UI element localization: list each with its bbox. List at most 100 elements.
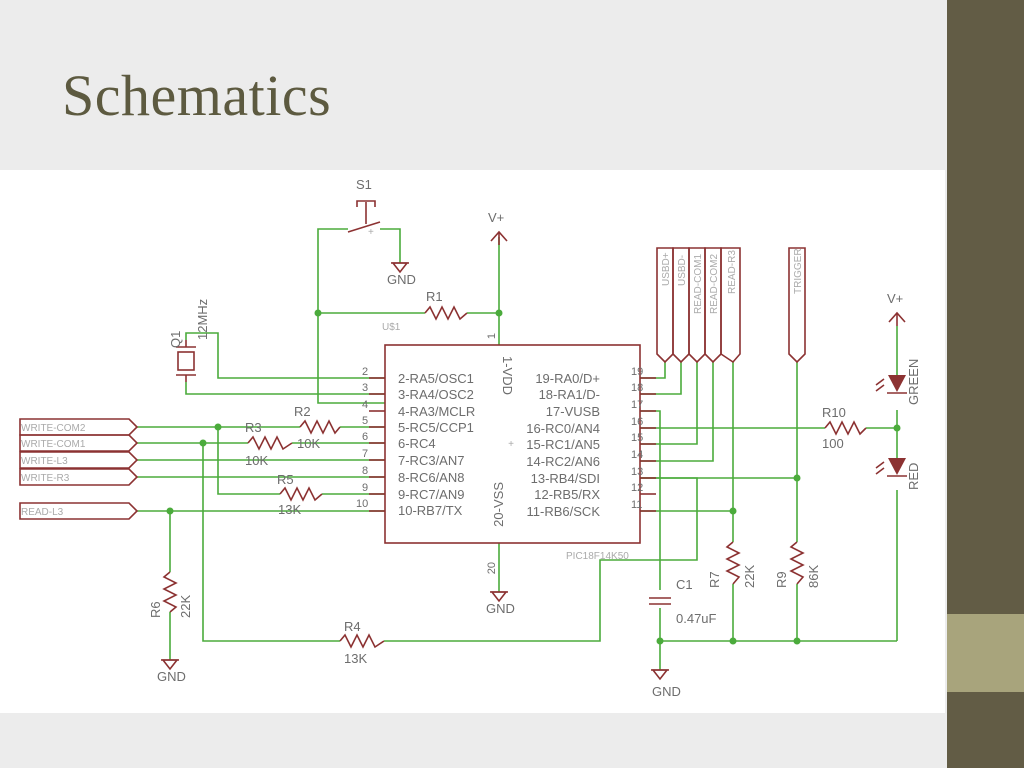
gnd-label: GND [387,272,416,287]
chip-right-pins: 19 19-RA0/D+ 18 18-RA1/D- 17 17-VUSB 16 … [526,366,643,519]
connector-label: WRITE-L3 [21,456,68,467]
svg-text:+: + [508,439,514,450]
gnd-label: GND [486,601,515,616]
sidebar-accent-block [947,614,1024,692]
pin-label: 6-RC4 [398,436,436,451]
resistor-r9: R9 86K [774,541,821,588]
r2-label: R2 [294,404,311,419]
connector-label: WRITE-COM2 [21,423,86,434]
r6-label: R6 [148,601,163,618]
schematic-svg: + U$1 PIC18F14K50 1-VDD 20-VSS 1 20 2 2-… [19,177,921,699]
led-red: RED [875,458,921,490]
connector-label: WRITE-R3 [21,473,70,484]
r7-value: 22K [742,565,757,588]
r9-value: 86K [806,565,821,588]
pin-label: 3-RA4/OSC2 [398,387,474,402]
pin-number: 13 [631,466,643,478]
gnd-label: GND [157,669,186,684]
connector-label: USBD- [677,255,688,286]
pin-label: 10-RB7/TX [398,503,463,518]
pin-label: 12-RB5/RX [534,487,600,502]
pin-number: 11 [631,499,642,511]
resistor-r1: R1 [424,289,468,321]
connector-label: WRITE-COM1 [21,439,86,450]
r9-label: R9 [774,571,789,588]
ground-symbols: GND GND GND GND [157,262,681,699]
pin-label: 16-RC0/AN4 [526,421,600,436]
pin-label: 8-RC6/AN8 [398,470,464,485]
pin-label: 19-RA0/D+ [535,371,600,386]
microcontroller-chip: + U$1 PIC18F14K50 1-VDD 20-VSS 1 20 [369,322,656,574]
s1-label: S1 [356,177,372,192]
connector-label: READ-L3 [21,507,64,518]
chip-vdd-pin: 1 [486,333,498,339]
r2-value: 10K [297,436,320,451]
svg-text:+: + [368,227,374,238]
pin-label: 17-VUSB [546,404,600,419]
resistor-r10: R10 100 [822,405,867,451]
c1-label: C1 [676,577,693,592]
vplus-symbols: V+ V+ [488,210,906,326]
pin-number: 10 [356,498,368,510]
pin-number: 4 [362,399,368,411]
r10-value: 100 [822,436,844,451]
capacitor-c1: C1 0.47uF [649,577,717,626]
chip-name: U$1 [382,322,401,333]
resistor-r6: R6 22K [148,571,193,618]
pin-label: 15-RC1/AN5 [526,437,600,452]
resistor-r7: R7 22K [707,541,757,588]
resistor-r2: R2 10K [294,404,341,451]
pin-label: 18-RA1/D- [539,387,600,402]
connector-label: READ-COM1 [693,254,704,314]
connector-label: TRIGGER [793,248,804,294]
r7-label: R7 [707,571,722,588]
schematic-diagram: + U$1 PIC18F14K50 1-VDD 20-VSS 1 20 2 2-… [0,170,945,713]
pin-number: 16 [631,416,643,428]
pin-label: 13-RB4/SDI [531,471,600,486]
pin-number: 8 [362,465,368,477]
pin-number: 18 [631,382,643,394]
r6-value: 22K [178,595,193,618]
gnd-label: GND [652,684,681,699]
led-green-label: GREEN [906,359,921,405]
connector-label: READ-R3 [727,250,738,294]
junction-dots [166,309,901,645]
crystal-q1: Q1 12MHz [168,299,210,382]
connector-label: USBD+ [661,252,672,286]
pin-label: 7-RC3/AN7 [398,453,464,468]
connector-label: READ-COM2 [709,254,720,314]
top-connectors: USBD+ USBD- READ-COM1 READ-COM2 READ-R3 … [656,247,806,364]
led-red-label: RED [906,463,921,490]
chip-vdd-label: 1-VDD [500,356,515,395]
q1-value: 12MHz [195,299,210,340]
chip-left-pins: 2 2-RA5/OSC1 3 3-RA4/OSC2 4 4-RA3/MCLR 5… [356,366,475,518]
resistor-r5: R5 13K [277,472,323,517]
resistor-r3: R3 10K [245,420,293,468]
pin-number: 14 [631,449,643,461]
chip-vss-pin: 20 [486,562,498,574]
pin-number: 17 [631,399,643,411]
left-connectors: WRITE-COM2 WRITE-COM1 WRITE-L3 WRITE-R3 … [19,418,139,520]
vplus-label: V+ [488,210,504,225]
pin-number: 19 [631,366,643,378]
vplus-label: V+ [887,291,903,306]
pin-label: 11-RB6/SCK [527,504,601,519]
pin-number: 7 [362,448,368,460]
r10-label: R10 [822,405,846,420]
slide-title: Schematics [62,63,332,128]
pin-number: 15 [631,432,643,444]
pin-label: 2-RA5/OSC1 [398,371,474,386]
r5-value: 13K [278,502,301,517]
pin-number: 5 [362,415,368,427]
r1-label: R1 [426,289,443,304]
switch-s1: + S1 [347,177,381,238]
led-green: GREEN [875,359,921,405]
pin-number: 3 [362,382,368,394]
pin-number: 12 [631,482,643,494]
r4-label: R4 [344,619,361,634]
r3-value: 10K [245,453,268,468]
r3-label: R3 [245,420,262,435]
pin-number: 6 [362,431,368,443]
wires [137,228,898,670]
q1-label: Q1 [168,331,183,348]
